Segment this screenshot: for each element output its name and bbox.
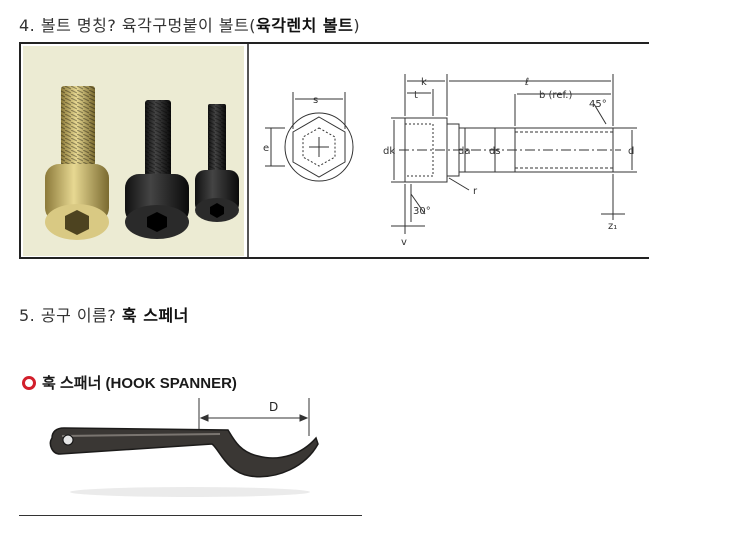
bolt-side-view bbox=[399, 117, 621, 183]
label-e: e bbox=[263, 143, 269, 154]
question-4-prefix: 4. 볼트 명칭? 육각구멍붙이 볼트( bbox=[19, 16, 256, 35]
label-r: r bbox=[473, 186, 478, 197]
label-v: v bbox=[401, 237, 407, 248]
label-k: k bbox=[421, 77, 427, 88]
label-d: d bbox=[628, 146, 634, 157]
label-b-ref: b (ref.) bbox=[539, 90, 572, 101]
question-4-answer: 육각렌치 볼트 bbox=[255, 16, 354, 35]
spanner-mark-icon bbox=[22, 376, 36, 390]
question-5-answer: 훅 스페너 bbox=[121, 306, 189, 325]
dimension-d bbox=[198, 398, 310, 436]
hook-spanner-illustration: D bbox=[49, 398, 319, 497]
spanner-heading-text: 훅 스패너 (HOOK SPANNER) bbox=[42, 375, 237, 392]
question-5: 5. 공구 이름? 훅 스페너 bbox=[19, 302, 189, 326]
label-45: 45° bbox=[589, 99, 607, 110]
bolt-figure: s e k t bbox=[19, 42, 649, 259]
spanner-hole-icon bbox=[62, 434, 74, 446]
black-bolt-small bbox=[195, 104, 239, 222]
question-4: 4. 볼트 명칭? 육각구멍붙이 볼트(육각렌치 볼트) bbox=[19, 12, 360, 36]
label-30: 30° bbox=[413, 206, 431, 217]
spanner-heading: 훅 스패너 (HOOK SPANNER) bbox=[22, 372, 237, 393]
bolt-photo bbox=[23, 46, 244, 256]
bottom-divider bbox=[19, 515, 362, 516]
label-ds: ds bbox=[489, 146, 501, 157]
question-5-prefix: 5. 공구 이름? bbox=[19, 306, 122, 325]
head-end-view bbox=[265, 92, 354, 182]
label-s: s bbox=[313, 95, 318, 106]
label-t: t bbox=[414, 90, 418, 101]
spanner-tool bbox=[49, 427, 319, 497]
label-l: ℓ bbox=[525, 77, 529, 88]
bolt-technical-drawing: s e k t bbox=[247, 44, 649, 257]
label-dk: dk bbox=[383, 146, 395, 157]
dimension-d-label: D bbox=[269, 400, 278, 414]
bolt-photo-image bbox=[45, 86, 239, 240]
label-da: da bbox=[458, 146, 470, 157]
gold-bolt bbox=[45, 86, 109, 240]
bolt-drawing-svg: s e k t bbox=[263, 74, 637, 248]
label-z: z₁ bbox=[608, 221, 617, 232]
black-bolt-large bbox=[125, 100, 189, 239]
question-4-suffix: ) bbox=[353, 16, 361, 35]
